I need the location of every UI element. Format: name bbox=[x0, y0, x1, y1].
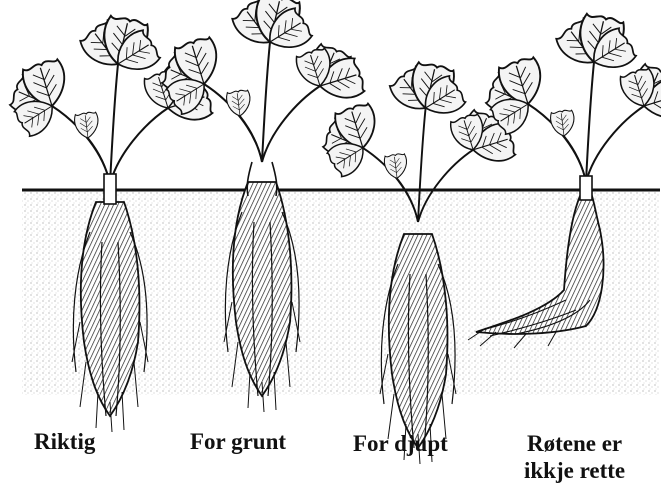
caption-too-deep: For djupt bbox=[353, 430, 448, 457]
caption-too-shallow: For grunt bbox=[190, 428, 286, 455]
caption-roots-bent-line2: ikkje rette bbox=[524, 457, 625, 484]
caption-roots-bent-line1: Røtene er bbox=[524, 430, 625, 457]
caption-roots-bent: Røtene er ikkje rette bbox=[524, 430, 625, 484]
caption-correct: Riktig bbox=[34, 428, 95, 455]
